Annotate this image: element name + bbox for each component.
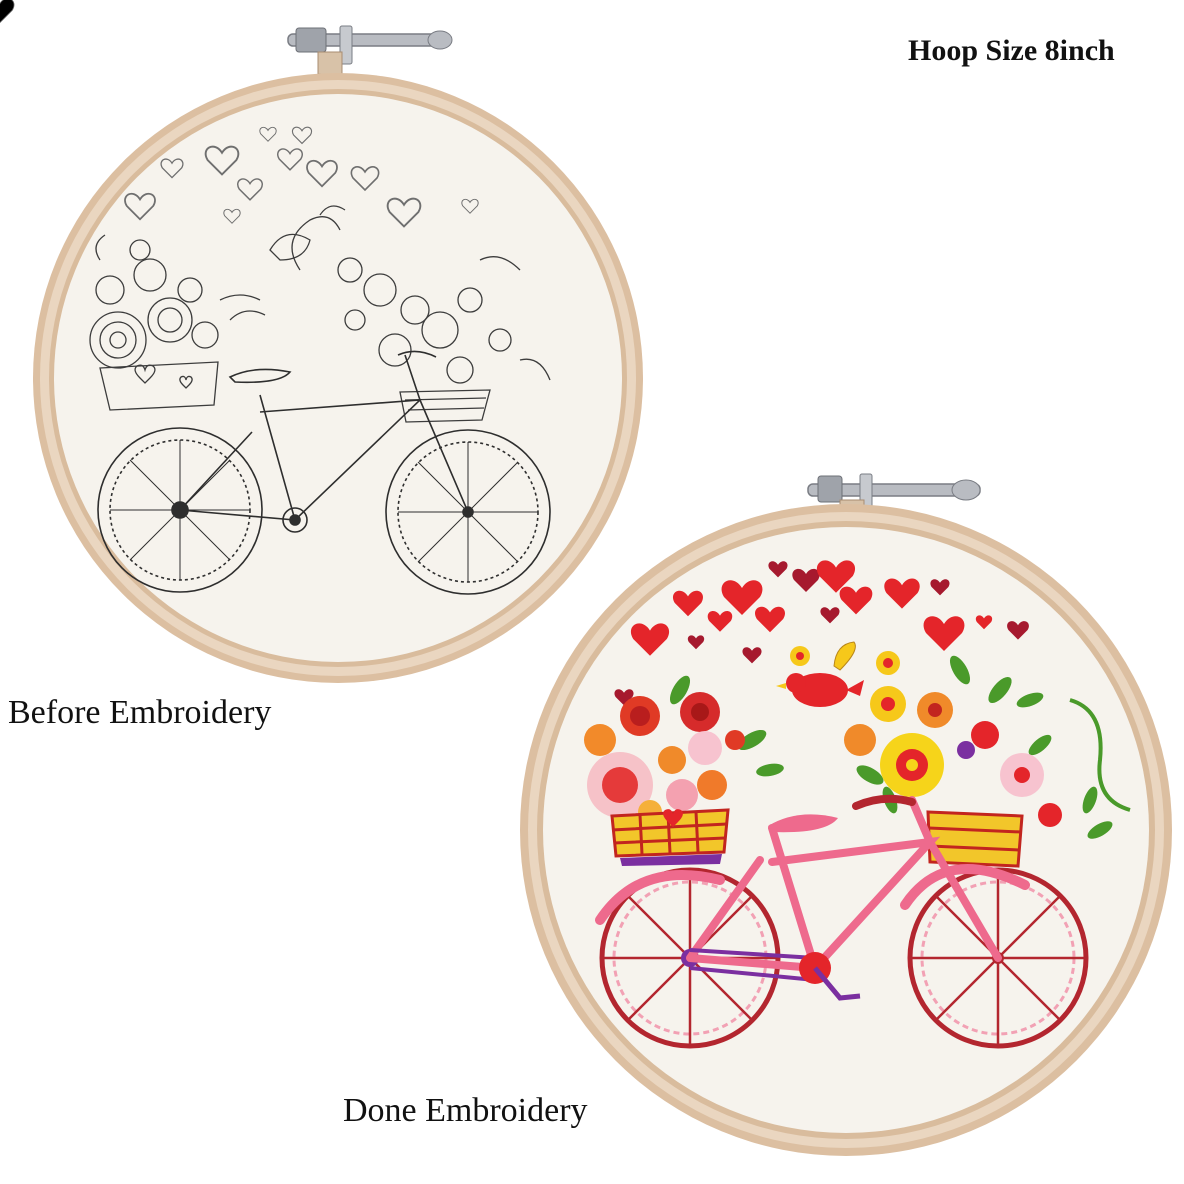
done-hoop — [0, 0, 1172, 1156]
hoop-size-label: Hoop Size 8inch — [908, 34, 1115, 67]
done-flowers-right — [790, 646, 1062, 827]
before-fabric — [54, 94, 622, 662]
done-bicycle — [595, 794, 1089, 1049]
done-embroidery-label: Done Embroidery — [343, 1092, 588, 1129]
before-embroidery-label: Before Embroidery — [8, 694, 272, 731]
done-basket-left — [610, 808, 730, 866]
before-basket-left — [99, 361, 219, 411]
before-hoop-screw — [287, 25, 453, 75]
done-hearts — [0, 0, 1029, 706]
before-hoop — [0, 0, 643, 683]
done-bike-seat — [768, 814, 838, 833]
done-bird — [776, 641, 864, 707]
done-bike-handlebar — [852, 794, 916, 810]
done-hoop-screw — [807, 473, 981, 523]
before-flowers-outline — [89, 205, 551, 384]
done-flowers-left — [584, 692, 745, 824]
done-bike-chain — [689, 948, 816, 982]
done-vine — [1069, 698, 1131, 812]
before-bicycle — [97, 350, 551, 595]
